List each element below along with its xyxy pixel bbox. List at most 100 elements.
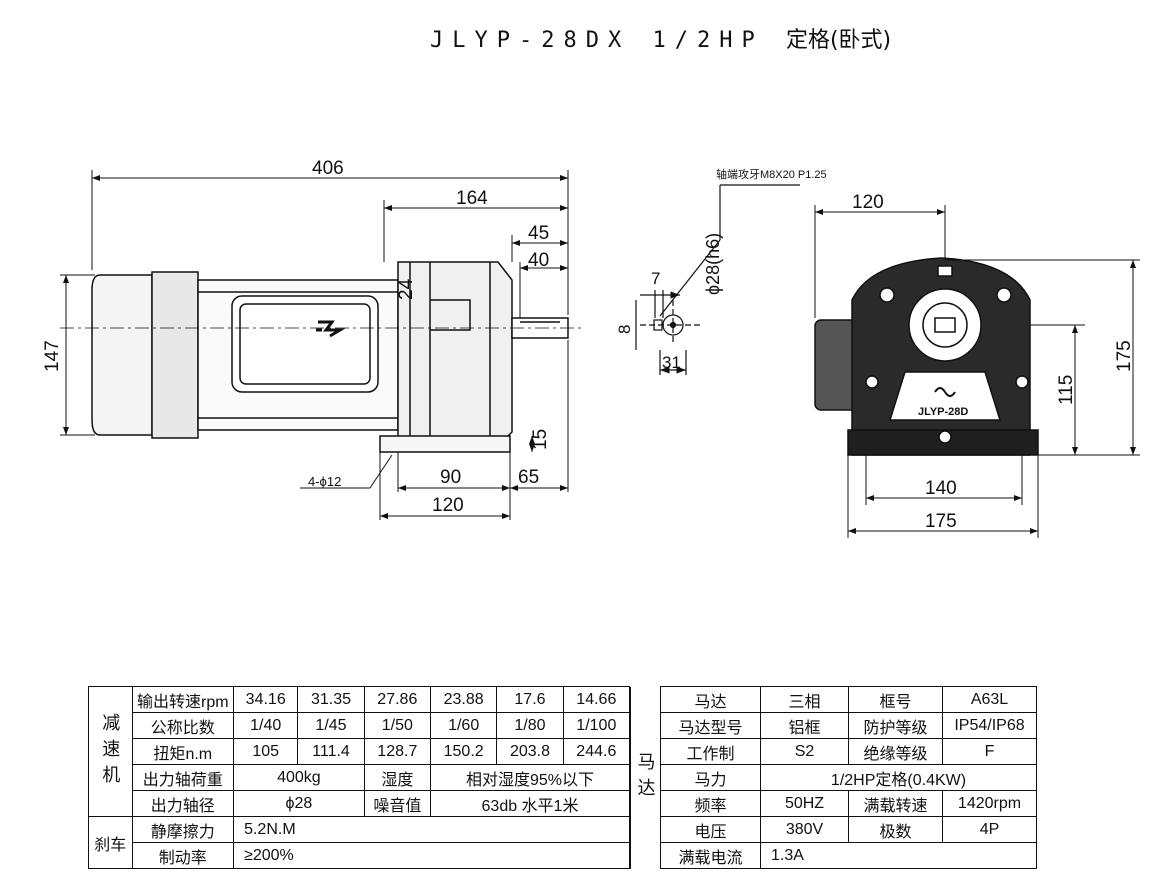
nameplate-model: JLYP-28D: [918, 406, 968, 418]
front-foot-span: 140: [925, 478, 957, 499]
cell: A63L: [942, 686, 1037, 713]
brand-logo-icon: [316, 320, 346, 338]
motor-spec-table: 马达 马达 三相 框号 A63L 马达型号 铝框 防护等级 IP54/IP68 …: [630, 686, 1037, 869]
row-label: 制动率: [131, 842, 235, 869]
cell: 相对湿度95%以下: [429, 764, 631, 791]
cell: 400kg: [233, 764, 365, 791]
dim-gear-length: 164: [456, 188, 488, 209]
cell: 128.7: [363, 738, 431, 765]
dim-foot-offset: 65: [518, 467, 539, 488]
cell: 1/2HP定格(0.4KW): [760, 764, 1037, 791]
title-model: JLYP-28DX: [430, 28, 631, 53]
motor-section-label: 马达: [630, 686, 661, 869]
bolt-icon: [865, 375, 879, 389]
row-label: 扭矩n.m: [131, 738, 235, 765]
row-label: 电压: [660, 816, 761, 843]
cell: S2: [760, 738, 849, 765]
cell: 1/45: [297, 712, 365, 739]
dim-key-height: 24: [396, 278, 417, 300]
dim-foot-height: 15: [530, 429, 551, 450]
cell: 1420rpm: [942, 790, 1037, 817]
title-cn: 定格(卧式): [785, 28, 892, 53]
row-label: 极数: [848, 816, 943, 843]
shaft-key-depth: 8: [615, 325, 634, 334]
bolt-icon: [938, 430, 952, 444]
cell: 1/40: [233, 712, 299, 739]
dim-shaft-len2: 40: [528, 250, 549, 271]
shaft-end-view: [635, 184, 800, 375]
front-total-height: 175: [1114, 340, 1135, 372]
row-label: 工作制: [660, 738, 761, 765]
row-label: 出力轴径: [131, 790, 235, 817]
cell: 63db 水平1米: [429, 790, 631, 817]
gearbox-foot: [379, 435, 511, 453]
terminal-box-side: [814, 319, 858, 411]
shaft-diameter: ϕ28(h6): [703, 233, 723, 295]
cell: 244.6: [562, 738, 631, 765]
shaft-thread-note: 轴端攻牙M8X20 P1.25: [716, 167, 827, 181]
terminal-box: [231, 295, 379, 393]
title-spec: 1/2HP: [652, 28, 764, 53]
dim-shaft-len: 45: [528, 223, 549, 244]
cell: 1.3A: [760, 842, 1037, 869]
cell: 34.16: [233, 686, 299, 713]
row-label: 马达型号: [660, 712, 761, 739]
dim-height: 147: [42, 340, 63, 372]
dim-foot-width: 120: [432, 495, 464, 516]
cell: 4P: [942, 816, 1037, 843]
row-label: 出力轴荷重: [131, 764, 235, 791]
drawing-title: JLYP-28DX 1/2HP 定格(卧式): [430, 22, 891, 54]
dim-overall-length: 406: [312, 158, 344, 179]
motor-fan-cover: [91, 274, 153, 436]
bolt-icon: [879, 287, 895, 303]
row-label: 静摩擦力: [131, 816, 235, 843]
row-label: 马力: [660, 764, 761, 791]
brake-section-label: 刹车: [88, 816, 133, 869]
cell: 1/50: [363, 712, 431, 739]
shaft-key-width: 7: [651, 269, 660, 288]
cell: 1/60: [429, 712, 498, 739]
reducer-spec-table: 减速机 输出转速rpm 34.16 31.35 27.86 23.88 17.6…: [88, 686, 631, 869]
dim-foot-span: 90: [440, 467, 461, 488]
cell: 31.35: [297, 686, 365, 713]
row-label: 频率: [660, 790, 761, 817]
bolt-icon: [1015, 375, 1029, 389]
row-label: 马达: [660, 686, 761, 713]
motor-body: [151, 271, 199, 439]
row-label: 噪音值: [363, 790, 431, 817]
front-center-height: 115: [1056, 375, 1077, 405]
cell: 1/80: [496, 712, 564, 739]
dim-foot-holes: 4-ϕ12: [308, 474, 341, 489]
front-view: [814, 257, 1039, 456]
row-label: 框号: [848, 686, 943, 713]
reducer-section-label: 减速机: [88, 686, 133, 817]
cell: ≥200%: [233, 842, 630, 869]
front-width-top: 120: [852, 192, 884, 213]
cell: 150.2: [429, 738, 498, 765]
side-view: [60, 261, 585, 453]
cell: 铝框: [760, 712, 849, 739]
shaft-keyed-height: 31: [662, 353, 681, 372]
cell: 50HZ: [760, 790, 849, 817]
cell: 14.66: [562, 686, 631, 713]
cell: 380V: [760, 816, 849, 843]
row-label: 绝缘等级: [848, 738, 943, 765]
front-foot-width: 175: [925, 511, 957, 532]
row-label: 公称比数: [131, 712, 235, 739]
technical-drawing: 406 164 45 40 24 147 15 90 65 120 4-ϕ12 …: [42, 158, 1140, 538]
row-label: 湿度: [363, 764, 431, 791]
cell: F: [942, 738, 1037, 765]
cell: 203.8: [496, 738, 564, 765]
row-label: 防护等级: [848, 712, 943, 739]
cell: 1/100: [562, 712, 631, 739]
cell: 111.4: [297, 738, 365, 765]
brand-logo-icon: [934, 387, 956, 397]
cell: 17.6: [496, 686, 564, 713]
cell: 三相: [760, 686, 849, 713]
cell: 105: [233, 738, 299, 765]
cell: 27.86: [363, 686, 431, 713]
bolt-icon: [996, 287, 1012, 303]
row-label: 满载转速: [848, 790, 943, 817]
cell: 5.2N.M: [233, 816, 630, 843]
cell: 23.88: [429, 686, 498, 713]
